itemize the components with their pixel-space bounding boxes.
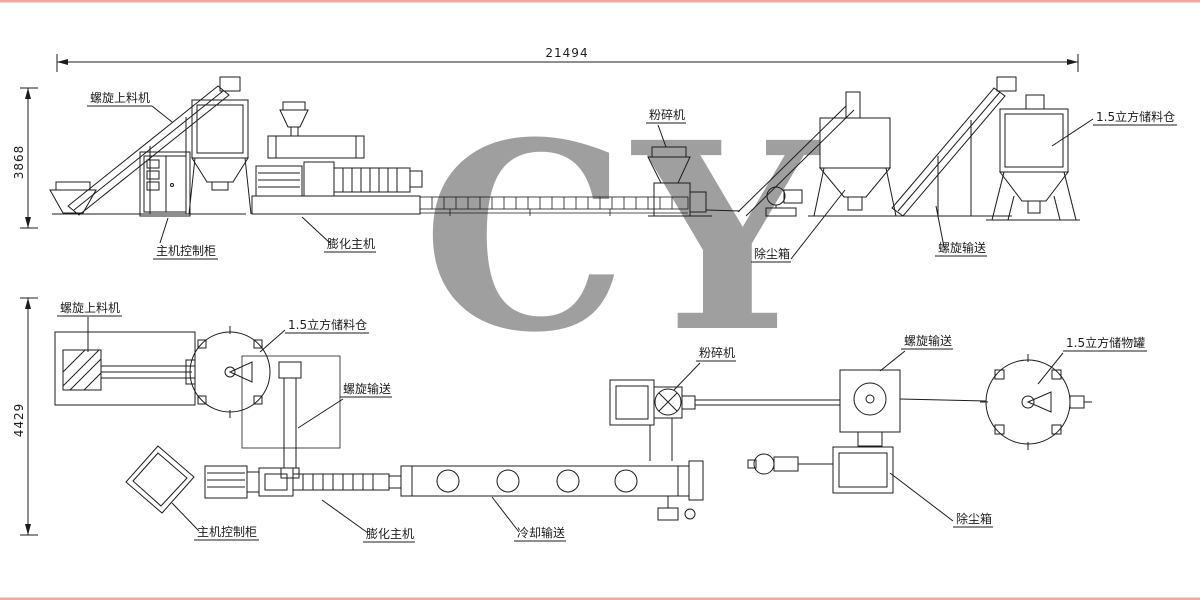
pv-control-cabinet-label: 主机控制柜 bbox=[197, 525, 257, 539]
feeder-motor bbox=[219, 76, 241, 92]
tv-screw-feeder bbox=[49, 76, 246, 216]
extruder-gearbox bbox=[303, 161, 335, 197]
pv-crusher bbox=[609, 379, 840, 461]
label-pv-screw-conveyor-right: 螺旋输送 bbox=[879, 333, 953, 372]
pv-blower bbox=[747, 453, 833, 475]
label-pv-screw-conveyor-left: 螺旋输送 bbox=[297, 381, 392, 429]
pv-control-cabinet bbox=[125, 445, 195, 514]
dim-elevation-height-value: 3868 bbox=[12, 145, 26, 180]
dimension-elevation-height: 3868 bbox=[12, 87, 38, 229]
dim-plan-height-value: 4429 bbox=[12, 403, 26, 438]
label-tv-crusher: 粉碎机 bbox=[646, 107, 686, 148]
tv-crusher bbox=[647, 146, 712, 217]
tv-feed-hopper-tank bbox=[188, 99, 252, 215]
pv-storage-bin bbox=[184, 326, 271, 418]
plan-view: 4429 bbox=[12, 297, 1147, 543]
label-tv-dust-box: 除尘箱 bbox=[751, 189, 846, 263]
extruder-feed-funnel bbox=[279, 109, 309, 128]
extruder-motor bbox=[255, 165, 303, 197]
tv-cooling-conveyor bbox=[419, 196, 689, 216]
pv-platform bbox=[241, 355, 341, 449]
pv-crusher-label: 粉碎机 bbox=[699, 345, 735, 360]
extruder-die-plan bbox=[388, 475, 402, 489]
tv-screw-feeder-label: 螺旋上料机 bbox=[90, 91, 150, 105]
cyclone-cone bbox=[818, 167, 892, 198]
label-pv-extruder: 膨化主机 bbox=[321, 499, 415, 543]
cy-watermark: CY bbox=[422, 86, 824, 389]
tv-blower bbox=[765, 186, 803, 217]
top-border-line bbox=[0, 0, 1200, 3]
pv-storage-tank-label: 1.5立方储物罐 bbox=[1066, 335, 1145, 350]
tv-extruder bbox=[251, 101, 423, 215]
label-tv-screw-feeder: 螺旋上料机 bbox=[87, 91, 173, 123]
pv-screw-feeder-label: 螺旋上料机 bbox=[60, 301, 120, 315]
pv-screw-conveyor-right-label: 螺旋输送 bbox=[904, 333, 952, 348]
dim-total-length-value: 21494 bbox=[545, 46, 588, 60]
pv-screw-conveyor-right bbox=[839, 369, 987, 447]
label-pv-dust-box: 除尘箱 bbox=[889, 472, 993, 528]
label-pv-control-cabinet: 主机控制柜 bbox=[171, 502, 259, 541]
extruder-motor-plan bbox=[204, 465, 248, 499]
pv-storage-tank bbox=[980, 354, 1092, 450]
extruder-barrel bbox=[333, 167, 411, 193]
pv-dust-box bbox=[832, 446, 894, 494]
pv-dust-box-label: 除尘箱 bbox=[956, 511, 992, 526]
extruder-die bbox=[409, 170, 423, 188]
label-pv-cooling-conveyor: 冷却输送 bbox=[491, 496, 566, 542]
tv-storage-bin bbox=[986, 94, 1080, 221]
top-view: 21494 3868 bbox=[12, 46, 1177, 263]
pv-extruder bbox=[204, 465, 402, 499]
label-tv-control-cabinet: 主机控制柜 bbox=[153, 217, 218, 260]
pv-cooling-conveyor bbox=[400, 460, 704, 521]
pv-screw-conveyor-left-label: 螺旋输送 bbox=[343, 381, 391, 396]
tv-dust-box-label: 除尘箱 bbox=[754, 246, 790, 261]
dimension-plan-height: 4429 bbox=[12, 297, 38, 536]
tv-control-cabinet-label: 主机控制柜 bbox=[156, 244, 216, 258]
bin-cone bbox=[998, 171, 1070, 202]
tv-storage-bin-label: 1.5立方储料仓 bbox=[1096, 109, 1175, 124]
tv-extruder-label: 膨化主机 bbox=[327, 237, 375, 251]
tv-duct bbox=[705, 105, 855, 217]
label-pv-storage-bin: 1.5立方储料仓 bbox=[259, 317, 369, 353]
pv-screw-conveyor-left bbox=[278, 361, 302, 479]
pv-screw-feeder bbox=[54, 331, 196, 406]
label-tv-extruder: 膨化主机 bbox=[301, 216, 376, 253]
label-tv-storage-bin: 1.5立方储料仓 bbox=[1051, 109, 1177, 147]
pv-storage-bin-label: 1.5立方储料仓 bbox=[288, 317, 367, 332]
label-pv-screw-feeder: 螺旋上料机 bbox=[57, 301, 122, 352]
label-tv-screw-conveyor: 螺旋输送 bbox=[935, 205, 987, 257]
pv-cooling-conveyor-label: 冷却输送 bbox=[517, 525, 565, 540]
tv-dust-box bbox=[808, 91, 900, 217]
label-pv-crusher: 粉碎机 bbox=[673, 345, 736, 391]
pv-extruder-label: 膨化主机 bbox=[366, 527, 414, 541]
dimension-total-length: 21494 bbox=[56, 46, 1079, 72]
bottom-border-line bbox=[0, 597, 1200, 600]
tv-screw-conveyor bbox=[888, 76, 1017, 217]
conveyor-motor bbox=[996, 76, 1017, 92]
extruder-conditioner bbox=[267, 135, 365, 159]
extruder-barrel-plan bbox=[292, 473, 390, 491]
label-pv-storage-tank: 1.5立方储物罐 bbox=[1037, 335, 1147, 385]
crusher-motor bbox=[689, 191, 707, 213]
tv-screw-conveyor-label: 螺旋输送 bbox=[938, 240, 986, 255]
tv-crusher-label: 粉碎机 bbox=[649, 107, 685, 122]
tv-control-cabinet bbox=[139, 151, 191, 217]
